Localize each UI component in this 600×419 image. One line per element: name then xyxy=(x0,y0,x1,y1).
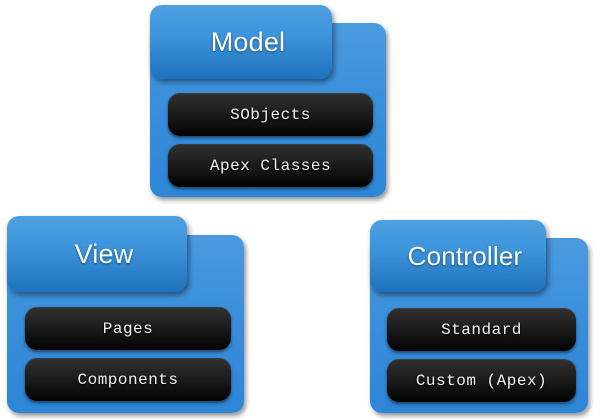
panel-model-title: Model xyxy=(210,26,286,57)
panel-view: View Pages Components xyxy=(7,216,249,413)
panel-view-items: Pages Components xyxy=(25,307,231,401)
item-standard-label: Standard xyxy=(441,320,522,339)
item-custom-apex-label: Custom (Apex) xyxy=(415,371,548,390)
item-sobjects-label: SObjects xyxy=(230,105,311,124)
item-apex-classes[interactable]: Apex Classes xyxy=(168,144,373,187)
panel-model-tab: Model xyxy=(150,5,332,79)
panel-controller-items: Standard Custom (Apex) xyxy=(387,308,576,402)
panel-model-items: SObjects Apex Classes xyxy=(168,93,373,187)
panel-controller: Controller Standard Custom (Apex) xyxy=(370,220,593,413)
panel-controller-title: Controller xyxy=(407,241,523,271)
item-pages[interactable]: Pages xyxy=(25,307,231,350)
panel-controller-tab: Controller xyxy=(370,220,546,292)
item-apex-classes-label: Apex Classes xyxy=(209,156,332,175)
panel-view-title: View xyxy=(74,238,134,269)
panel-view-tab: View xyxy=(7,216,187,292)
item-pages-label: Pages xyxy=(102,319,154,338)
panel-model: Model SObjects Apex Classes xyxy=(150,5,390,197)
item-components[interactable]: Components xyxy=(25,358,231,401)
item-components-label: Components xyxy=(77,370,179,389)
item-sobjects[interactable]: SObjects xyxy=(168,93,373,136)
item-custom-apex[interactable]: Custom (Apex) xyxy=(387,359,576,402)
item-standard[interactable]: Standard xyxy=(387,308,576,351)
